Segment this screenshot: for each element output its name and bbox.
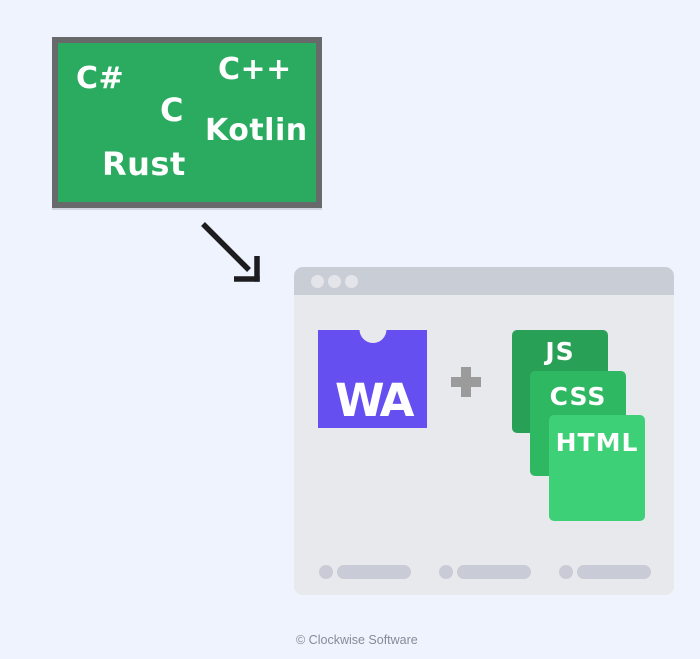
card-html: HTML xyxy=(549,415,645,521)
languages-box: C# C++ C Kotlin Rust xyxy=(52,37,322,208)
window-dot-icon xyxy=(311,274,324,288)
browser-titlebar xyxy=(294,267,674,295)
plus-icon xyxy=(451,367,481,397)
placeholder-bar xyxy=(337,565,411,579)
card-js-label: JS xyxy=(545,337,575,366)
language-label-csharp: C# xyxy=(76,61,125,96)
card-html-label: HTML xyxy=(555,428,639,457)
arrow-icon xyxy=(201,222,260,282)
placeholder-dot xyxy=(439,565,453,579)
browser-window: WA JS CSS HTML xyxy=(294,267,674,595)
card-css-label: CSS xyxy=(549,382,607,411)
language-label-c: C xyxy=(160,91,184,129)
window-dot-icon xyxy=(328,274,341,288)
browser-content: WA JS CSS HTML xyxy=(294,295,674,595)
placeholder-bar xyxy=(457,565,531,579)
placeholder-bar xyxy=(577,565,651,579)
webassembly-logo-notch xyxy=(359,316,386,343)
copyright-text: © Clockwise Software xyxy=(296,633,418,647)
placeholder-dot xyxy=(319,565,333,579)
placeholder-dot xyxy=(559,565,573,579)
webassembly-logo: WA xyxy=(318,316,427,428)
language-label-cpp: C++ xyxy=(218,52,292,87)
window-dot-icon xyxy=(345,274,358,288)
language-label-rust: Rust xyxy=(102,145,186,183)
webassembly-label: WA xyxy=(335,374,414,427)
language-label-kotlin: Kotlin xyxy=(205,113,308,148)
